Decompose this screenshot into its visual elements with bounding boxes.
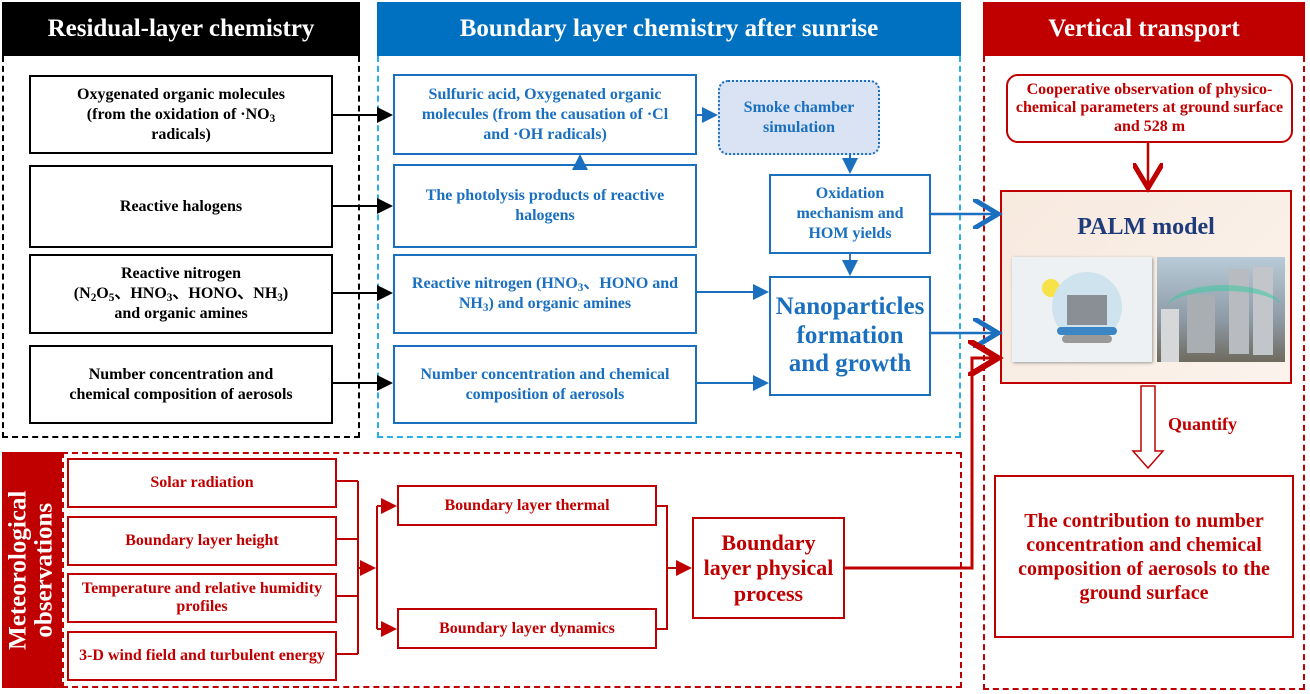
meteo-title: Meteorological observations [4, 490, 59, 650]
meteo-label-block: Meteorological observations [2, 452, 62, 688]
residual-box-oxygenated-label: Oxygenated organic molecules(from the ox… [77, 85, 285, 143]
vertical-title: Vertical transport [1048, 15, 1240, 42]
nanoparticles-box: Nanoparticles formation and growth [769, 276, 931, 396]
residual-box-nitrogen-label: Reactive nitrogen(N2O5、HNO3、HONO、NH3)and… [73, 265, 289, 322]
oxidation-box: Oxidation mechanism and HOM yields [769, 174, 931, 254]
boundary-frame [377, 56, 961, 438]
residual-frame [2, 56, 360, 438]
meteo-box-height: Boundary layer height [67, 516, 337, 566]
smoke-chamber-box: Smoke chamber simulation [718, 80, 880, 155]
bl-dynamics-label: Boundary layer dynamics [439, 619, 615, 637]
bl-thermal-box: Boundary layer thermal [397, 485, 657, 526]
smoke-chamber-label: Smoke chamber simulation [743, 98, 855, 136]
meteo-box-solar: Solar radiation [67, 458, 337, 508]
ground-layer [1062, 335, 1112, 343]
oxidation-label: Oxidation mechanism and HOM yields [796, 185, 904, 242]
cooperative-label: Cooperative observation of physico-chemi… [1015, 80, 1284, 135]
residual-box-oxygenated: Oxygenated organic molecules(from the ox… [29, 75, 333, 154]
palm-image-schematic [1012, 257, 1152, 362]
boundary-header: Boundary layer chemistry after sunrise [377, 2, 961, 56]
meteo-box-wind: 3-D wind field and turbulent energy [67, 631, 337, 681]
residual-title: Residual-layer chemistry [47, 15, 315, 42]
contribution-box: The contribution to number concentration… [994, 475, 1294, 638]
building-front [1161, 309, 1179, 362]
meteo-box-wind-label: 3-D wind field and turbulent energy [79, 646, 325, 664]
bl-dynamics-box: Boundary layer dynamics [397, 608, 657, 649]
bl-physical-box: Boundary layer physical process [692, 517, 845, 619]
residual-box-nitrogen: Reactive nitrogen(N2O5、HNO3、HONO、NH3)and… [29, 254, 333, 334]
bl-thermal-label: Boundary layer thermal [444, 496, 610, 514]
nanoparticles-label: Nanoparticles formation and growth [775, 292, 925, 378]
flow-streamlines [1167, 285, 1282, 331]
meteo-box-temperature-label: Temperature and relative humidity profil… [81, 579, 323, 615]
quantify-label: Quantify [1168, 414, 1238, 434]
meteo-frame [62, 452, 962, 688]
boundary-title: Boundary layer chemistry after sunrise [459, 15, 879, 42]
palm-model-box: PALM model [1000, 190, 1292, 384]
water-layer [1057, 327, 1117, 335]
meteo-box-solar-label: Solar radiation [150, 474, 254, 491]
city-buildings [1067, 295, 1107, 325]
vertical-header: Vertical transport [983, 2, 1305, 56]
cooperative-box: Cooperative observation of physico-chemi… [1006, 74, 1293, 143]
bl-physical-label: Boundary layer physical process [703, 530, 834, 606]
meteo-box-height-label: Boundary layer height [125, 532, 279, 549]
contribution-label: The contribution to number concentration… [1018, 509, 1270, 604]
palm-image-simulation [1157, 257, 1285, 362]
palm-title: PALM model [1077, 214, 1215, 240]
meteo-box-temperature: Temperature and relative humidity profil… [67, 573, 337, 623]
residual-header: Residual-layer chemistry [2, 2, 360, 56]
residual-box-halogens-label: Reactive halogens [119, 197, 243, 215]
residual-box-halogens: Reactive halogens [29, 165, 333, 248]
